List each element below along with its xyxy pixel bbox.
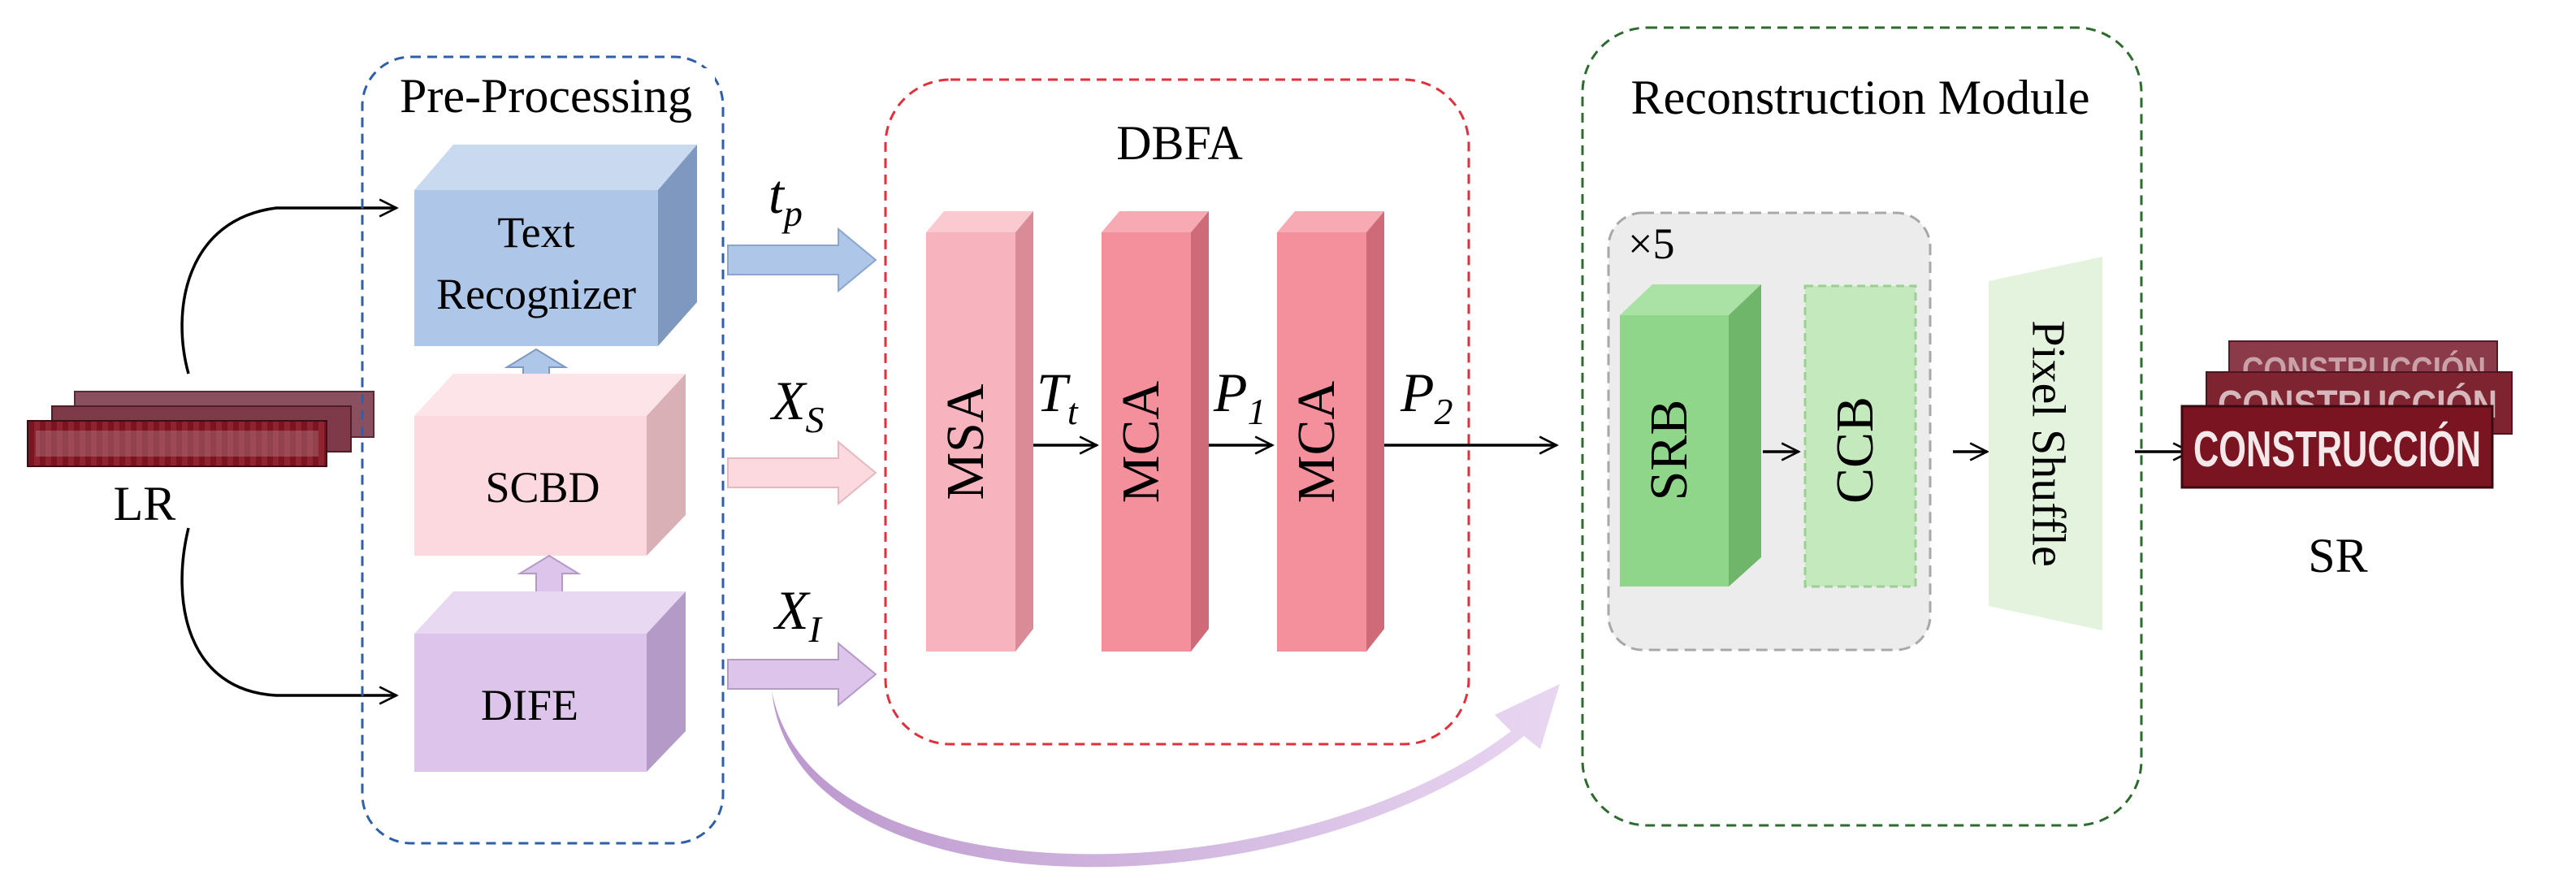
sr-image-front (2180, 405, 2494, 489)
sr-front-text: CONSTRUCCIÓN (2193, 422, 2481, 478)
preprocessing-title: Pre-Processing (400, 69, 692, 123)
pixel-shuffle-block: Pixel Shuffle (1989, 257, 2102, 630)
dbfa-border (884, 78, 1470, 746)
tp-symbol: tp (768, 163, 803, 234)
srb-label: SRB (1639, 400, 1699, 501)
preprocessing-border (361, 55, 725, 845)
mca1-block: MCA (1102, 211, 1209, 652)
lr-image-front (27, 420, 327, 467)
lr-to-text-recognizer-arrow (180, 208, 396, 375)
mca1-label: MCA (1111, 380, 1171, 503)
text-recognizer-line1: Text (497, 208, 574, 257)
ccb-block: CCB (1803, 284, 1917, 588)
text-recognizer-block: Text Recognizer (414, 145, 697, 346)
reconstruction-title: Reconstruction Module (1631, 71, 2090, 124)
skip-connection-arrow (772, 684, 1560, 868)
xi-symbol: XI (773, 579, 824, 650)
reconstruction-border (1581, 26, 2143, 827)
lr-label: LR (114, 477, 176, 530)
p1-symbol: P1 (1213, 362, 1266, 432)
dife-to-scbd-arrow (517, 554, 582, 597)
dife-label: DIFE (481, 681, 578, 730)
ccb-label: CCB (1825, 396, 1885, 504)
lr-to-dife-arrow (180, 527, 396, 695)
mca2-label: MCA (1287, 380, 1346, 503)
sr-label: SR (2308, 529, 2367, 582)
msa-block: MSA (926, 211, 1033, 652)
pixel-shuffle-label: Pixel Shuffle (2023, 320, 2076, 566)
scbd-label: SCBD (485, 463, 600, 512)
xs-arrow (727, 440, 877, 506)
lr-image-stack (27, 391, 374, 467)
msa-label: MSA (936, 383, 995, 500)
scbd-block: SCBD (414, 374, 686, 556)
dbfa-title: DBFA (1116, 116, 1243, 170)
p2-symbol: P2 (1400, 362, 1453, 432)
xi-arrow (727, 641, 877, 708)
srb-block: SRB (1620, 284, 1761, 587)
xs-symbol: XS (769, 370, 825, 440)
dife-block: DIFE (414, 591, 686, 772)
mca2-block: MCA (1277, 211, 1384, 652)
tt-symbol: Tt (1037, 362, 1079, 432)
text-recognizer-line2: Recognizer (436, 270, 636, 318)
sr-image-stack: CONSTRUCCIÓN CONSTRUCCIÓN CONSTRUCCIÓN (2180, 340, 2513, 489)
tp-arrow (727, 227, 877, 293)
repeat-count: ×5 (1628, 219, 1674, 268)
